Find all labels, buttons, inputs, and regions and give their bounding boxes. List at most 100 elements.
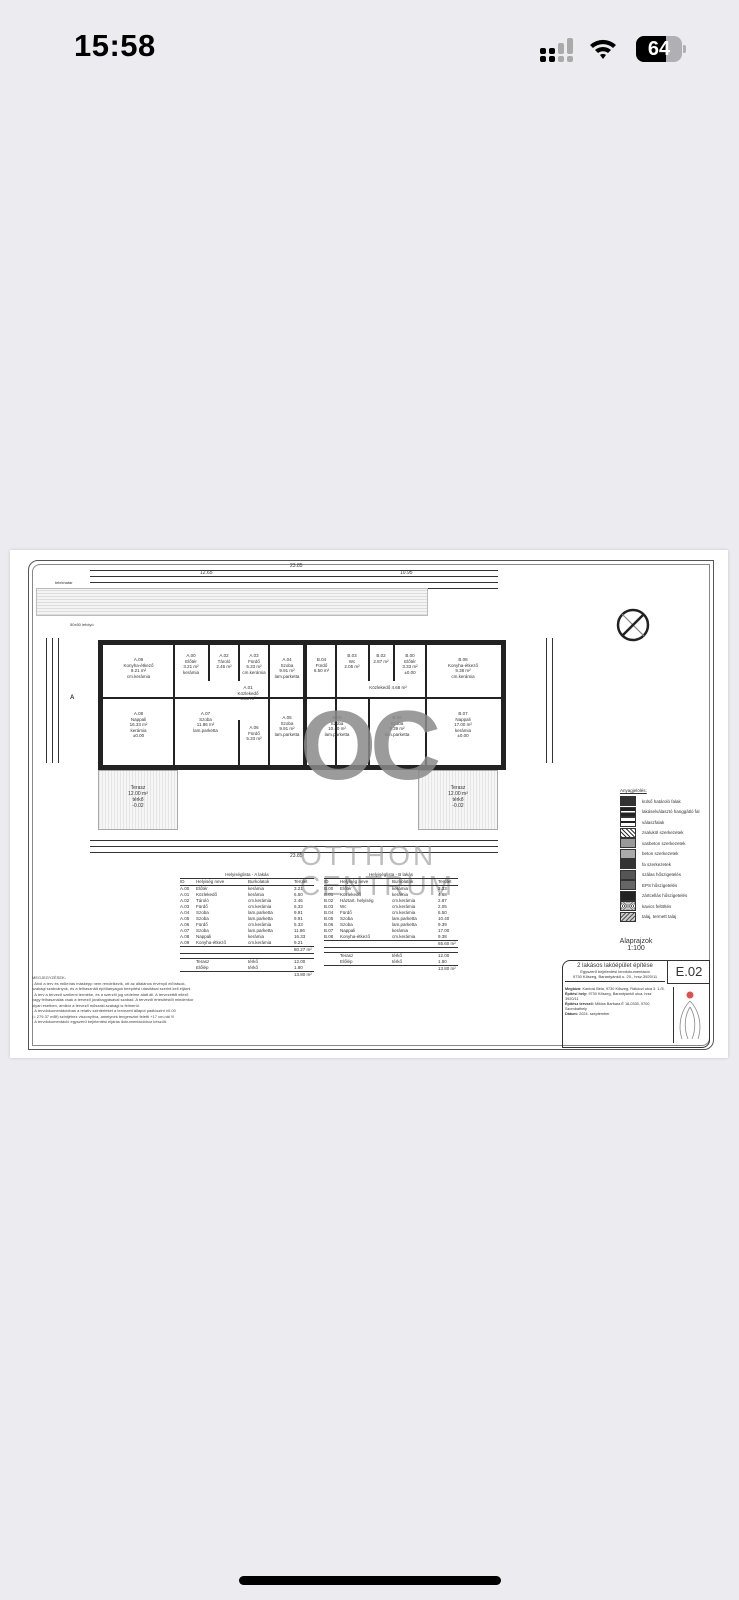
legend-item: külső határoló falak [620,796,700,807]
dimension-line [90,852,498,853]
table-title: Helyiséglista - A lakás [180,872,314,879]
legend-item: talaj, termett talaj [620,911,700,923]
partition-wall [335,645,337,765]
home-indicator[interactable] [239,1576,501,1585]
table-total: 65.60 m² [324,941,458,948]
partition-wall [173,645,175,765]
dimension-line [546,638,547,763]
partition-wall [208,645,210,681]
legend-item: zsaluköl szerkezetek [620,827,700,839]
partition-wall [368,697,370,765]
watermark-logo: OC [300,690,441,800]
partition-wall [268,645,270,765]
terrace-left: Terasz 12.00 m² térkő -0.02 [98,770,178,830]
legend-item: válaszfalak [620,817,700,828]
dimension-text: 10.95 [400,570,413,576]
legend-item: zártcellás hőszigetelés [620,890,700,902]
partition-wall [238,720,240,765]
overall-dimension: 23.85 [290,563,303,569]
corridor-wall [103,697,501,699]
material-legend: Anyagjelölés: külső határoló falak lakás… [620,788,700,922]
dimension-line [90,840,498,841]
table-total: 13.80 m² [294,972,312,977]
table-total: 80.27 m² [180,947,314,954]
notes-title: MEGJEGYZÉSEK: [32,975,66,980]
sheet-number: E.02 [667,961,710,984]
battery-percent: 64 [647,38,671,60]
legend-item: fa szerkezetek [620,859,700,870]
partition-wall [368,645,370,681]
paving-hatch [36,588,428,616]
title-block: 2 lakásos lakóépület építése Egyszerű be… [562,960,710,1048]
cellular-signal-icon [540,38,573,62]
partition-wall [425,645,427,765]
status-bar: 15:58 64 [0,0,739,100]
overall-dimension: 23.85 [290,853,303,859]
wifi-icon [590,39,616,59]
legend-item: szálas hőszigetelés [620,869,700,881]
table-total: 13.80 m² [438,966,456,971]
dimension-line [46,638,47,763]
table-title: Helyiséglista - B lakás [324,872,458,879]
room-b01: Közlekedő 4.68 m² [369,685,407,690]
legend-item: beton szerkezetek [620,848,700,860]
legend-item: vasbeton szerkezetek [620,838,700,849]
dimension-line [552,638,553,763]
architect-logo-icon [673,987,701,1043]
legend-item: kavics feltöltés [620,901,700,912]
legend-title: Anyagjelölés: [620,788,647,793]
dimension-text: 12.65 [200,570,213,576]
floor-plan-document[interactable]: 23.85 12.65 10.95 telekhatár 50x50 lefol… [10,550,728,1058]
dimension-line [90,846,498,847]
partition-wall [393,645,395,681]
notes-block: MEGJEGYZÉSEK: - Ahol a terv és műleírás … [32,975,232,1025]
dimension-line [52,638,53,763]
dimension-line [90,570,498,571]
north-arrow-icon [616,608,650,642]
legend-item: lakáselválasztó hanggátló fal [620,806,700,818]
legend-item: EPS hőszigetelés [620,880,700,891]
drawing-frame [28,560,714,1050]
sheet-title: Alaprajzok 1:100 [619,938,653,952]
terrace-right: Terasz 12.00 m² térkő -0.02 [418,770,498,830]
section-marker: A [70,695,75,701]
